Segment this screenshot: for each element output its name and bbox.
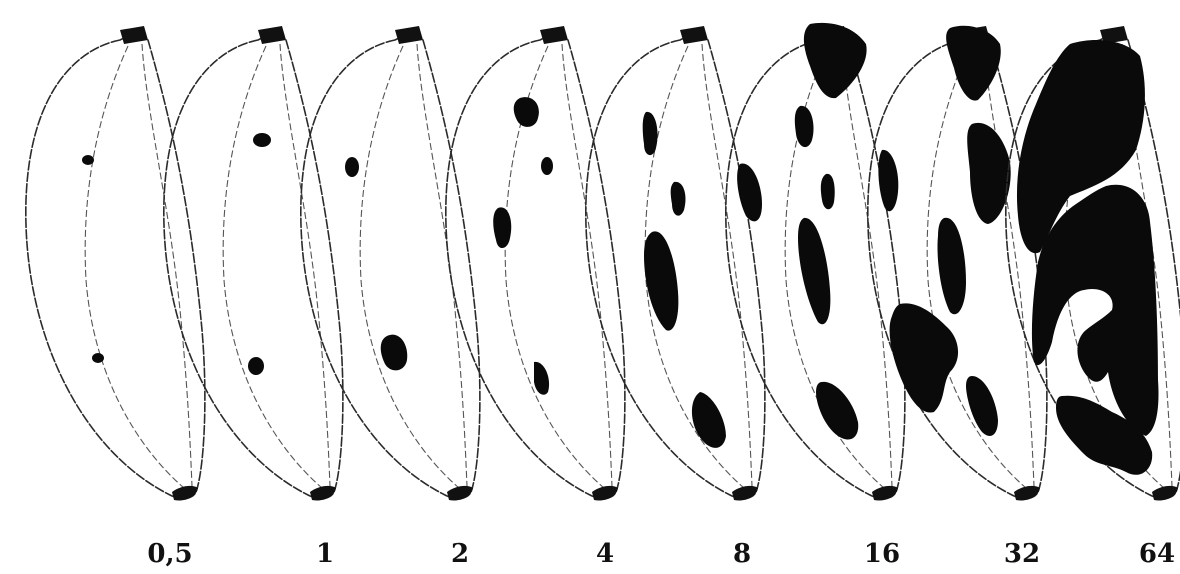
banana-stem [680,26,708,44]
banana-ridge [360,46,459,488]
banana-ridge [223,46,322,488]
banana-spot [643,112,658,155]
banana-spot [534,362,549,395]
banana-tip [310,486,336,501]
banana-spot [644,231,678,330]
banana-0 [26,26,205,501]
banana-spot [821,174,835,209]
banana-spot [878,150,898,211]
banana-stem [120,26,148,44]
scale-label-0: 0,5 [147,539,192,569]
scale-label-2: 2 [451,539,469,569]
banana-spot [692,392,726,448]
scale-label-3: 4 [596,539,614,569]
banana-spot [890,303,958,412]
banana-4 [586,26,765,501]
banana-stem [395,26,423,44]
banana-spot [798,218,830,324]
scale-label-7: 64 [1139,539,1175,569]
scale-label-1: 1 [316,539,334,569]
scale-label-5: 16 [864,539,900,569]
banana-spot [946,26,1001,101]
banana-tip [1014,486,1040,501]
banana-2 [301,26,480,501]
banana-stem [258,26,286,44]
scale-label-4: 8 [733,539,751,569]
banana-spot [816,382,858,440]
banana-spot [795,106,814,147]
banana-spot [253,133,271,147]
banana-tip [447,486,473,501]
banana-tip [732,486,758,501]
banana-tip [1152,486,1178,501]
banana-spot [345,157,359,177]
banana-spot [541,157,553,175]
banana-tip [592,486,618,501]
banana-spot [737,164,762,222]
banana-spot [493,207,511,248]
banana-outline [164,36,343,499]
banana-tip [872,486,898,501]
banana-outline [301,36,480,499]
banana-spot [82,155,94,165]
banana-outline [586,36,765,499]
banana-spot [966,376,998,436]
banana-3 [446,26,625,501]
banana-spot [92,353,104,363]
banana-1 [164,26,343,501]
banana-spot [671,182,686,216]
banana-5 [726,23,905,501]
banana-outline [26,36,205,499]
banana-stem [540,26,568,44]
banana-spot [514,97,539,127]
banana-spot [967,123,1010,224]
banana-spot [804,23,867,98]
banana-ridge [85,46,184,488]
scale-label-6: 32 [1004,539,1040,569]
banana-spot [248,357,264,375]
banana-spot [381,335,408,371]
banana-spot [938,218,967,315]
banana-tip [172,486,198,501]
banana-7 [1006,26,1180,501]
